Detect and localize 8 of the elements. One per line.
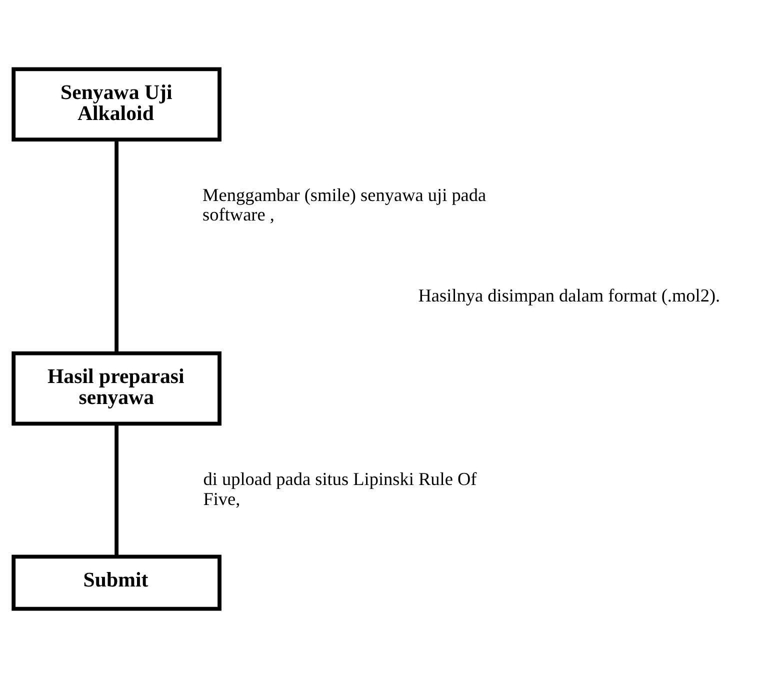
node-box: Senyawa Uji Alkaloid [12,66,222,142]
label: Hasilnya disimpan dalam format (.mol2). [418,284,720,305]
connector [114,139,118,353]
label: Menggambar (smile) senyawa uji pada software , [202,184,486,224]
node-box: Hasil preparasi senyawa [12,350,222,426]
node-box: Submit [12,554,222,610]
label: di upload pada situs Lipinski Rule Of Five, [203,468,477,508]
connector [114,424,118,556]
